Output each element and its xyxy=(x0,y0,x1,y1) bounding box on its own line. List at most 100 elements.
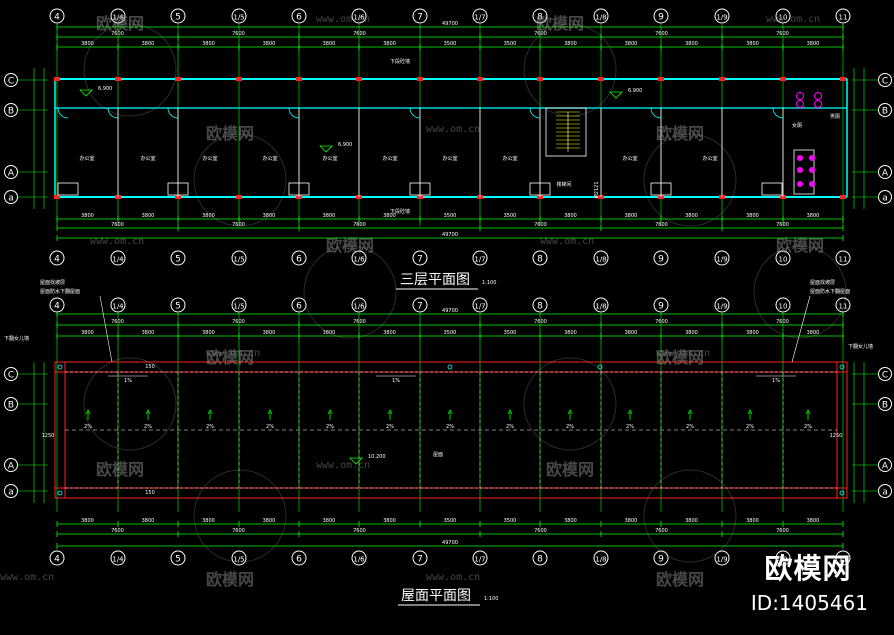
p1-axis-bottom-label: 1/6 xyxy=(353,256,365,264)
p2-dim-bottom-bay-dim: 7600 xyxy=(534,528,547,534)
p1-room-label: 办公室 xyxy=(622,155,637,162)
p2-axis-bottom-label: 4 xyxy=(54,555,60,565)
p1-axis-bottom-label: 5 xyxy=(175,255,181,265)
p2-axis-bottom-label: 1/8 xyxy=(595,556,606,564)
p2-slope-long-label: 1% xyxy=(772,378,780,384)
p1-axis-bottom-label: 1/8 xyxy=(595,256,606,264)
p1-stair-label: 楼梯间 xyxy=(556,181,571,188)
p2-row-label-right: A xyxy=(882,462,889,472)
p1-row-bubble-right xyxy=(878,190,892,204)
model-id: ID:1405461 xyxy=(750,591,868,615)
p1-dim-bottom-sub-dim: 3800 xyxy=(202,213,215,219)
p2-dim-bottom-sub-dim: 3800 xyxy=(202,518,215,524)
p2-axis-bottom-label: 1/9 xyxy=(716,556,727,564)
p2-row-label-right: B xyxy=(882,401,888,411)
p2-dim-top-sub-dim: 3800 xyxy=(564,330,577,336)
watermark-ring xyxy=(83,357,177,451)
p1-axis-top-label: 8 xyxy=(537,13,543,23)
p2-dim-bottom-bay-dim: 7600 xyxy=(353,528,366,534)
p2-slope-arrowhead xyxy=(85,409,91,415)
p2-axis-bottom-label: 1/6 xyxy=(353,556,365,564)
p2-dim-top-sub-dim: 3500 xyxy=(504,330,517,336)
p1-axis-bottom-bubble xyxy=(653,250,669,266)
p1-axis-bottom-bubble xyxy=(775,250,791,266)
p1-axis-top-label: 9 xyxy=(658,13,664,23)
p2-axis-bottom-label: 1/4 xyxy=(112,556,124,564)
p2-axis-bottom-bubble xyxy=(110,550,126,566)
p1-axis-top-bubble xyxy=(231,8,247,24)
p1-level-mark xyxy=(609,91,623,99)
p2-row-bubble-left xyxy=(4,397,18,411)
p1-axis-bottom-bubble xyxy=(714,250,730,266)
watermark-logo-3: 欧模网 xyxy=(206,124,255,143)
p2-axis-bottom-bubble xyxy=(532,550,548,566)
p1-wc-label-male: 男厕 xyxy=(830,114,840,120)
p1-dim-bottom-sub-dim: 3800 xyxy=(383,213,396,219)
p1-dim-bottom-total-dim: 49700 xyxy=(442,232,458,238)
p2-axis-top-label: 6 xyxy=(296,302,302,312)
p1-dim-bottom-sub-dim: 3800 xyxy=(323,213,336,219)
p1-axis-bottom-bubble xyxy=(110,250,126,266)
p2-row-label-left: a xyxy=(8,488,14,498)
p2-axis-bottom-bubble xyxy=(49,550,65,566)
p1-dim-top-sub-dim: 3800 xyxy=(323,41,336,47)
p1-axis-bottom-label: 7 xyxy=(417,255,423,265)
watermark-url-6: www.om.cn xyxy=(206,348,261,359)
p1-axis-bottom-label: 11 xyxy=(839,256,848,264)
p1-column-north xyxy=(236,77,242,81)
p2-detail-bottom: 150 xyxy=(145,490,155,496)
p2-axis-top-label: 1/9 xyxy=(716,303,727,311)
p1-dim-bottom-sub-dim: 3800 xyxy=(746,213,759,219)
p2-axis-bottom-bubble xyxy=(412,550,428,566)
p2-axis-top-label: 5 xyxy=(175,302,181,312)
p2-axis-bottom-bubble xyxy=(714,550,730,566)
watermark-ring xyxy=(753,245,847,339)
p1-axis-bottom-bubble xyxy=(170,250,186,266)
p1-row-label-right: C xyxy=(882,77,888,87)
p1-window-unit xyxy=(650,182,672,196)
p1-dim-top-sub-dim: 3800 xyxy=(685,41,698,47)
p1-column-north xyxy=(658,77,664,81)
p1-wc-fixture xyxy=(814,92,822,100)
p1-wall-note-bottom: 下段砼墙 xyxy=(390,208,410,215)
p2-dim-top-bay-dim: 7600 xyxy=(232,319,245,325)
p2-slope-label: 2% xyxy=(746,424,754,430)
watermark-ring xyxy=(193,469,287,563)
p1-room-label: 办公室 xyxy=(382,155,397,162)
p2-dim-bottom-sub-dim: 3800 xyxy=(383,518,396,524)
p2-axis-top-bubble xyxy=(291,297,307,313)
p2-slope-label: 2% xyxy=(326,424,334,430)
p2-axis-top-bubble xyxy=(593,297,609,313)
p2-dim-bottom-total-dim: 49700 xyxy=(442,540,458,546)
watermark-ring xyxy=(83,23,177,117)
p1-column-south xyxy=(54,195,60,199)
p1-dim-bottom-sub-dim: 3800 xyxy=(142,213,155,219)
p2-axis-bottom-label: 9 xyxy=(658,555,664,565)
p1-dim-top-bay-dim: 7600 xyxy=(353,31,366,37)
p2-axis-bottom-bubble xyxy=(291,550,307,566)
p1-row-label-left: A xyxy=(8,169,15,179)
p1-column-north xyxy=(840,77,846,81)
p2-slope-arrowhead xyxy=(387,409,393,415)
p1-axis-top-bubble xyxy=(775,8,791,24)
p1-column-south xyxy=(840,195,846,199)
p2-axis-bottom-label: 1/5 xyxy=(233,556,244,564)
p1-wall-note-top: 下段砼墙 xyxy=(390,58,410,65)
p2-axis-bottom-bubble xyxy=(775,550,791,566)
p1-room-label: 办公室 xyxy=(322,155,337,162)
p2-note-left-2: 屋面防水下翻屋面 xyxy=(40,288,80,295)
watermark-url-8: www.om.cn xyxy=(316,460,371,471)
p2-slope-label: 2% xyxy=(686,424,694,430)
p1-dim-top-bay-dim: 7600 xyxy=(534,31,547,37)
p2-dim-top-sub-dim: 3800 xyxy=(323,330,336,336)
p2-row-label-left: A xyxy=(8,462,15,472)
brand-logo-text: 欧模网 xyxy=(764,552,852,585)
p1-dim-top-sub-dim: 3800 xyxy=(746,41,759,47)
p1-axis-top-label: 1/7 xyxy=(474,14,485,22)
p1-dim-top-sub-dim: 3800 xyxy=(564,41,577,47)
p1-wc-label-female: 女厕 xyxy=(792,122,802,129)
p1-row-bubble-left xyxy=(4,165,18,179)
p2-slope-label: 2% xyxy=(626,424,634,430)
p1-axis-top-bubble xyxy=(351,8,367,24)
p1-axis-top-bubble xyxy=(49,8,65,24)
